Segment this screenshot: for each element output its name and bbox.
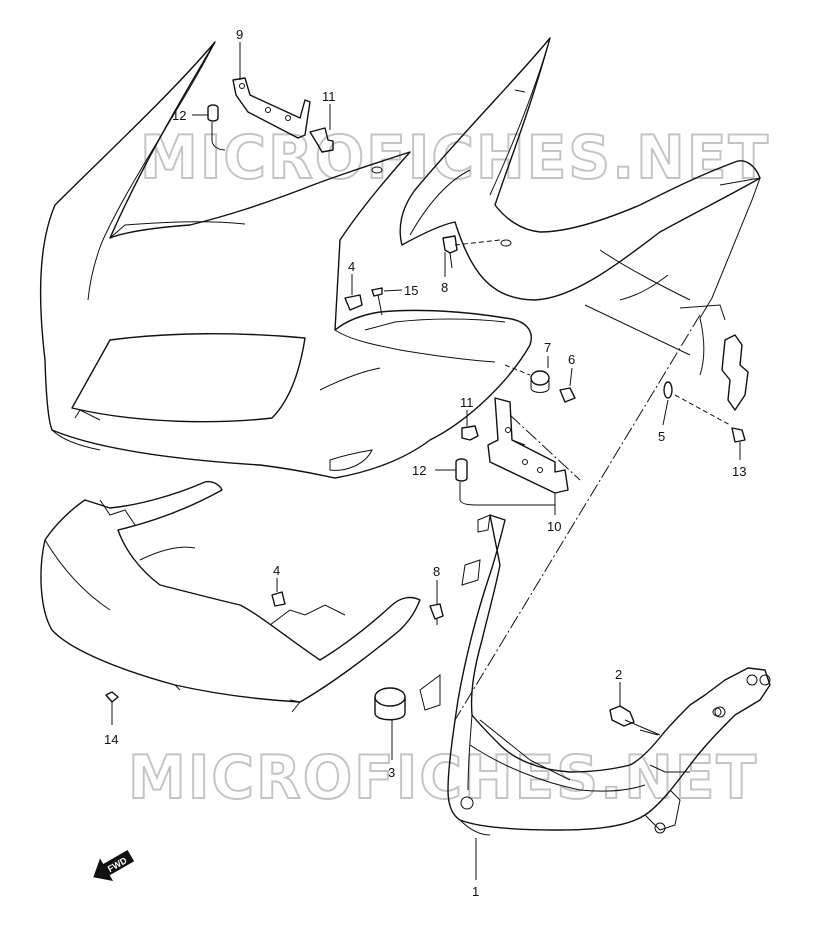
callout-9: 9 <box>236 27 243 42</box>
lower-cowl <box>40 480 421 713</box>
fastener-8b <box>429 603 444 625</box>
callout-8b: 8 <box>433 564 440 579</box>
nut-4a <box>344 294 363 311</box>
fastener-8a <box>442 235 458 269</box>
inner-panel <box>399 37 761 376</box>
bolt-2 <box>609 705 635 727</box>
screw-15 <box>371 287 383 316</box>
center-line-long <box>454 314 701 721</box>
cushion-3 <box>374 687 406 721</box>
callout-12a: 12 <box>172 108 186 123</box>
callout-numbers: 9 11 12 4 15 8 7 6 11 5 13 12 10 4 8 2 1… <box>104 27 746 899</box>
hidden-line-7 <box>504 364 531 376</box>
callout-4b: 4 <box>273 563 280 578</box>
center-line-cross <box>509 414 581 481</box>
callout-7: 7 <box>544 340 551 355</box>
screw-13 <box>731 427 746 443</box>
callout-2: 2 <box>615 667 622 682</box>
screw-14 <box>105 691 119 703</box>
watermark-bottom: MICROFICHES.NET <box>128 743 758 813</box>
callout-11b: 11 <box>460 395 474 410</box>
cowl-stay-frame <box>419 514 771 836</box>
center-line-upper <box>584 304 691 356</box>
hidden-line-13 <box>674 394 731 426</box>
bracket-10 <box>487 397 569 494</box>
callout-11a: 11 <box>322 89 336 104</box>
callout-8a: 8 <box>441 280 448 295</box>
leader-lines <box>111 42 741 880</box>
callout-5: 5 <box>658 429 665 444</box>
callout-13: 13 <box>732 464 746 479</box>
callout-10: 10 <box>547 519 561 534</box>
grommet-7 <box>530 370 550 393</box>
washer-5 <box>663 381 673 399</box>
callout-4a: 4 <box>348 259 355 274</box>
fwd-arrow-badge: FWD <box>93 850 135 882</box>
bracket-9 <box>232 77 311 139</box>
screw-6 <box>559 387 576 403</box>
rubber-cushion-12a <box>207 104 226 151</box>
watermark-top: MICROFICHES.NET <box>140 123 770 193</box>
center-line-2 <box>624 719 661 736</box>
callout-3: 3 <box>388 765 395 780</box>
bolt-11b <box>461 425 479 441</box>
callout-6: 6 <box>568 352 575 367</box>
upper-cowl <box>39 41 532 479</box>
callout-12b: 12 <box>412 463 426 478</box>
callout-15: 15 <box>404 283 418 298</box>
rubber-cushion-12b <box>455 458 555 506</box>
callout-14: 14 <box>104 732 118 747</box>
bolt-11a <box>309 127 334 153</box>
nut-4b <box>271 591 286 607</box>
side-bracket <box>721 334 749 411</box>
callout-1: 1 <box>472 884 479 899</box>
